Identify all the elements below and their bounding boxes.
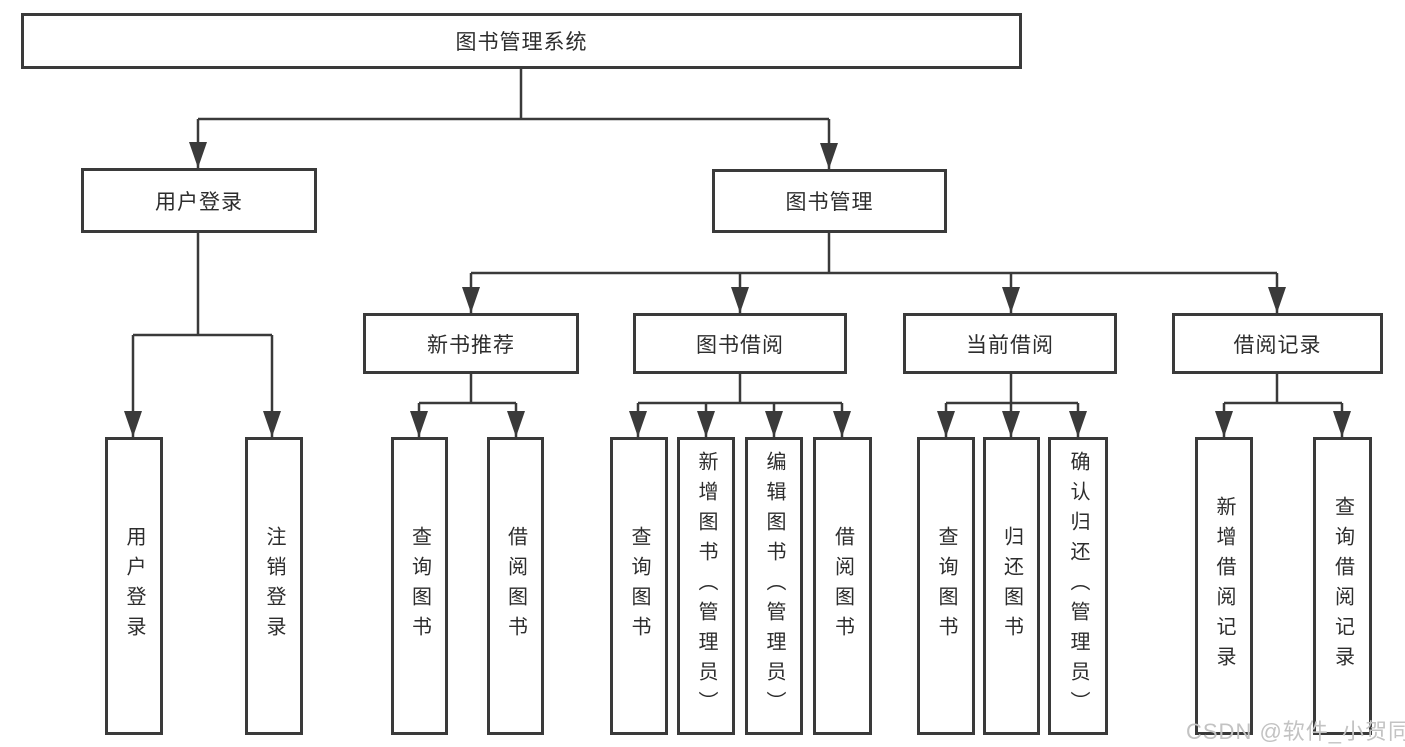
- node-book-borrowing-label: 图书借阅: [696, 333, 784, 357]
- leaf-br-query-record: 查询借阅记录: [1313, 437, 1372, 735]
- node-user-login-branch-label: 用户登录: [155, 190, 243, 214]
- leaf-cb-query-books: 查询图书: [917, 437, 975, 735]
- leaf-bb-query-books-label: 查询图书: [628, 526, 650, 646]
- node-book-management-label: 图书管理: [785, 191, 874, 214]
- leaf-bb-borrow-books: 借阅图书: [813, 437, 872, 735]
- leaf-nbr-query-books-label: 查询图书: [408, 526, 431, 646]
- leaf-br-add-record: 新增借阅记录: [1195, 437, 1253, 735]
- node-current-borrowing-label: 当前借阅: [966, 333, 1054, 357]
- leaf-user-login-label: 用户登录: [123, 526, 145, 646]
- node-current-borrowing: 当前借阅: [903, 313, 1117, 374]
- leaf-cb-confirm-return-admin: 确认归还（管理员）: [1048, 437, 1108, 735]
- leaf-bb-edit-books-admin-label: 编辑图书（管理员）: [763, 451, 785, 721]
- node-borrowing-records-label: 借阅记录: [1233, 333, 1322, 357]
- node-borrowing-records: 借阅记录: [1172, 313, 1383, 374]
- leaf-cb-confirm-return-admin-label: 确认归还（管理员）: [1067, 451, 1089, 721]
- node-root: 图书管理系统: [21, 13, 1022, 69]
- node-root-label: 图书管理系统: [455, 31, 588, 54]
- leaf-logout-label: 注销登录: [263, 526, 285, 646]
- leaf-cb-query-books-label: 查询图书: [935, 526, 957, 646]
- node-book-management: 图书管理: [712, 169, 947, 233]
- leaf-bb-add-books-admin: 新增图书（管理员）: [677, 437, 735, 735]
- leaf-bb-add-books-admin-label: 新增图书（管理员）: [695, 451, 717, 721]
- node-new-book-recommend-label: 新书推荐: [427, 333, 515, 357]
- leaf-cb-return-books: 归还图书: [983, 437, 1040, 735]
- csdn-watermark: CSDN @软件_小贺同学: [1186, 719, 1405, 744]
- leaf-cb-return-books-label: 归还图书: [1000, 526, 1023, 646]
- node-new-book-recommend: 新书推荐: [363, 313, 579, 374]
- leaf-bb-query-books: 查询图书: [610, 437, 668, 735]
- leaf-br-query-record-label: 查询借阅记录: [1331, 496, 1354, 676]
- leaf-user-login: 用户登录: [105, 437, 163, 735]
- leaf-bb-edit-books-admin: 编辑图书（管理员）: [745, 437, 803, 735]
- node-book-borrowing: 图书借阅: [633, 313, 847, 374]
- leaf-nbr-borrow-books: 借阅图书: [487, 437, 544, 735]
- leaf-nbr-borrow-books-label: 借阅图书: [504, 526, 527, 646]
- leaf-nbr-query-books: 查询图书: [391, 437, 448, 735]
- leaf-logout: 注销登录: [245, 437, 303, 735]
- leaf-br-add-record-label: 新增借阅记录: [1213, 496, 1235, 676]
- node-user-login-branch: 用户登录: [81, 168, 317, 233]
- leaf-bb-borrow-books-label: 借阅图书: [831, 526, 854, 646]
